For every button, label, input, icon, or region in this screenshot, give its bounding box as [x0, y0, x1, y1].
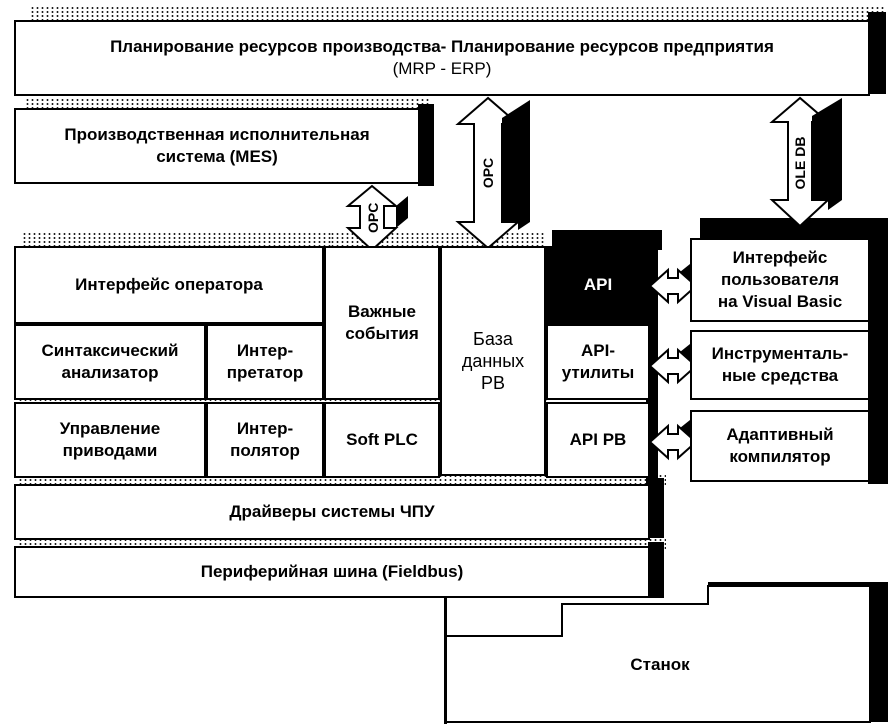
mes-line2: система (MES) — [156, 147, 278, 166]
machine-label: Станок — [630, 655, 690, 674]
api-top-shadow — [552, 230, 662, 250]
drive-control-block: Управление приводами — [14, 402, 206, 478]
cnc-drivers-block: Драйверы системы ЧПУ — [14, 484, 650, 540]
operator-interface-block: Интерфейс оператора — [14, 246, 324, 324]
soft-plc-block: Soft PLC — [324, 402, 440, 478]
api-utils-block: API- утилиты — [546, 324, 650, 400]
fieldbus-block: Периферийная шина (Fieldbus) — [14, 546, 650, 598]
erp-box: Планирование ресурсов производства- План… — [14, 20, 870, 96]
ui-top-shadow — [700, 218, 888, 240]
erp-title: Планирование ресурсов производства- План… — [110, 37, 774, 56]
mes-box: Производственная исполнительная система … — [14, 108, 420, 184]
api-block: API — [546, 246, 650, 324]
syntax-analyzer-block: Синтаксический анализатор — [14, 324, 206, 400]
fieldbus-right-shadow — [648, 542, 664, 598]
mes-top-edge — [25, 98, 430, 110]
erp-top-edge — [30, 6, 885, 20]
drivers-right-shadow — [648, 478, 664, 538]
right-column-shadow — [868, 222, 888, 484]
database-block: База данных PB — [440, 246, 546, 476]
api-pb-block: API PB — [546, 402, 650, 478]
mes-right-shadow — [418, 104, 434, 186]
ole-db-arrow — [769, 96, 842, 228]
tools-block: Инструменталь- ные средства — [690, 330, 870, 400]
interpolator-block: Интер- полятор — [206, 402, 324, 478]
adaptive-compiler-block: Адаптивный компилятор — [690, 410, 870, 482]
important-events-block: Важные события — [324, 246, 440, 400]
erp-subtitle: (MRP - ERP) — [392, 59, 492, 78]
main-top-edge — [22, 232, 332, 250]
interpreter-block: Интер- претатор — [206, 324, 324, 400]
erp-right-shadow — [868, 12, 886, 94]
mes-line1: Производственная исполнительная — [64, 125, 370, 144]
user-interface-block: Интерфейс пользователя на Visual Basic — [690, 238, 870, 322]
